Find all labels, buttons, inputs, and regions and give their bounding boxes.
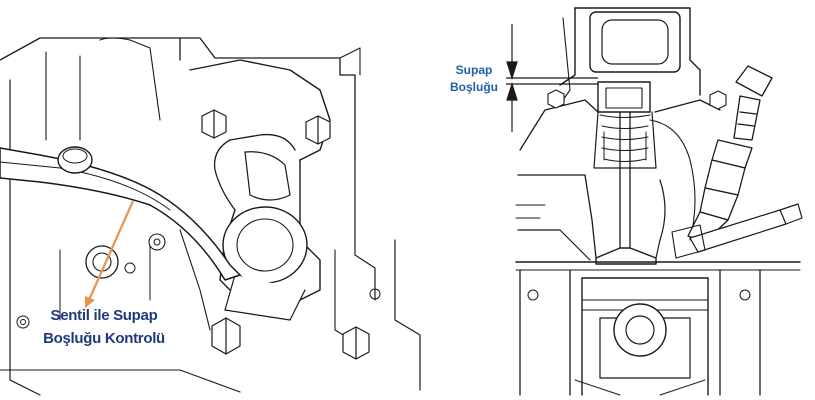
bolt-top-right (305, 115, 331, 145)
left-label-line1: Sentil ile Supap (50, 307, 158, 324)
clearance-dimension (506, 24, 598, 132)
right-label-line1: Supap (455, 63, 493, 77)
bolt-bottom-left (211, 317, 241, 355)
bolt-top-center (201, 109, 227, 139)
feeler-gauge-check-label: Sentil ile Supap Boşluğu Kontrolü (14, 304, 194, 350)
right-section-drawing (515, 7, 803, 396)
left-label-line2: Boşluğu Kontrolü (43, 330, 165, 347)
bolt-bottom-right (342, 326, 370, 360)
left-engine-drawing (0, 37, 421, 396)
feeler-gauge (0, 147, 241, 281)
gauge-knob (57, 146, 93, 174)
injector (687, 65, 773, 243)
left-pointer-arrow (85, 200, 135, 308)
right-label-line2: Boşluğu (450, 80, 498, 94)
valve-clearance-label: Supap Boşluğu (438, 62, 510, 96)
